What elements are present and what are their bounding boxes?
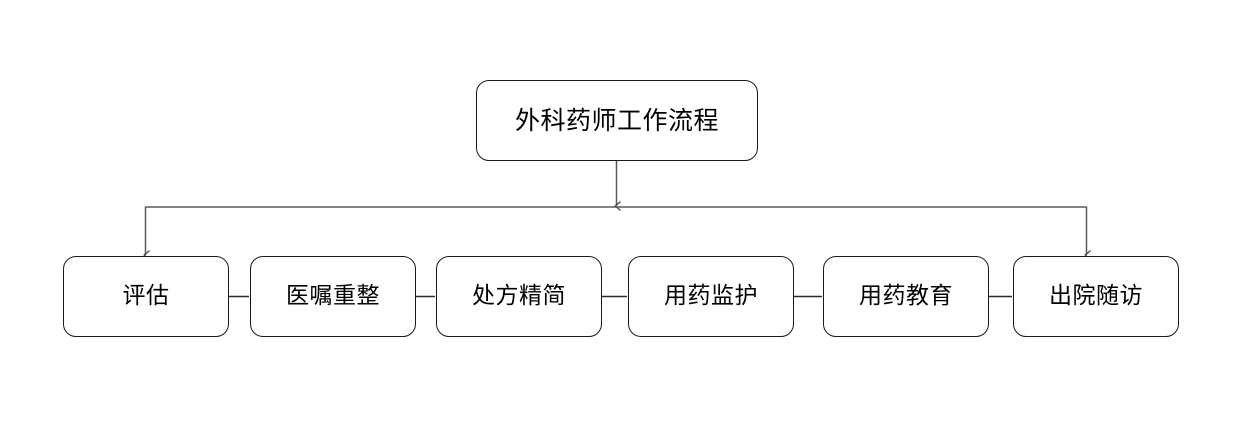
stage-label: 用药监护 <box>664 283 758 309</box>
stage-node-discharge-followup[interactable]: 出院随访 <box>1013 256 1179 337</box>
stage-label: 用药教育 <box>859 283 953 309</box>
stage-node-medication-reconciliation[interactable]: 医嘱重整 <box>250 256 416 337</box>
stage-label: 医嘱重整 <box>286 283 380 309</box>
stage-label: 出院随访 <box>1049 283 1143 309</box>
process-title-label: 外科药师工作流程 <box>514 106 719 135</box>
process-title-node[interactable]: 外科药师工作流程 <box>476 80 758 161</box>
stage-node-medication-education[interactable]: 用药教育 <box>823 256 989 337</box>
stage-node-prescription-simplification[interactable]: 处方精简 <box>436 256 602 337</box>
stage-label: 评估 <box>122 283 170 309</box>
stage-label: 处方精简 <box>472 283 566 309</box>
stage-node-assessment[interactable]: 评估 <box>63 256 229 337</box>
stage-node-medication-monitoring[interactable]: 用药监护 <box>628 256 794 337</box>
